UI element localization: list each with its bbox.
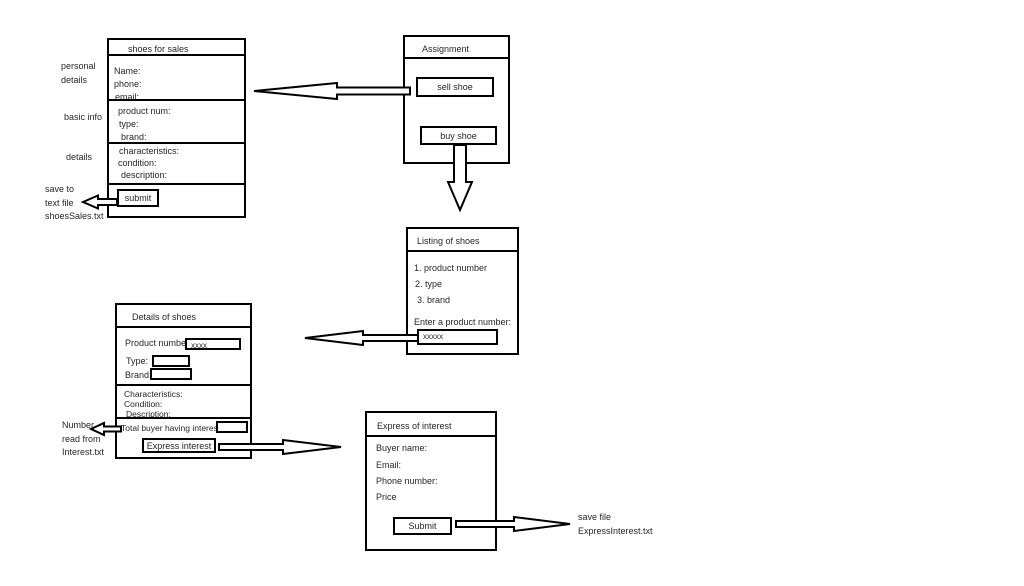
list-item: 1. product number: [414, 263, 488, 273]
annotation-personal-details: personal details: [61, 60, 96, 87]
field-characteristics-label: characteristics:: [119, 146, 180, 156]
buy-shoe-button[interactable]: buy shoe: [420, 126, 497, 145]
annotation-line: personal: [61, 61, 96, 71]
submit-button[interactable]: submit: [117, 189, 159, 207]
divider: [109, 183, 244, 185]
divider: [117, 417, 250, 419]
annotation-line: save to: [45, 184, 75, 194]
window-title: Listing of shoes: [417, 236, 480, 246]
field-phone-label: phone:: [114, 79, 142, 89]
sell-shoe-button[interactable]: sell shoe: [416, 77, 494, 97]
divider: [405, 57, 508, 59]
arrow-total-to-interest-file-icon: [88, 421, 122, 437]
window-details-of-shoes: Details of shoes Product number: xxxx Ty…: [115, 303, 252, 459]
window-title: Details of shoes: [132, 312, 197, 322]
divider: [367, 435, 495, 437]
condition-label: Condition:: [124, 399, 163, 409]
phone-number-label: Phone number:: [376, 476, 438, 486]
description-label: Description:: [126, 409, 171, 419]
divider: [109, 54, 244, 56]
product-number-label: Product number:: [125, 338, 192, 348]
divider: [117, 384, 250, 386]
arrow-assignment-to-listing-icon: [446, 144, 474, 213]
product-number-input[interactable]: xxxxx: [417, 329, 498, 345]
annotation-details: details: [66, 152, 93, 162]
window-title: shoes for sales: [128, 44, 189, 54]
divider: [109, 142, 244, 144]
window-shoes-for-sales: shoes for sales Name: phone: email: prod…: [107, 38, 246, 218]
field-brand-label: brand:: [121, 132, 147, 142]
annotation-save-to-file: save to text file shoesSales.txt: [45, 183, 104, 224]
annotation-line: Interest.txt: [62, 447, 105, 457]
type-input[interactable]: [152, 355, 190, 367]
window-listing-of-shoes: Listing of shoes 1. product number 2. ty…: [406, 227, 519, 355]
field-type-label: type:: [119, 119, 139, 129]
product-number-input[interactable]: xxxx: [185, 338, 241, 350]
buyer-name-label: Buyer name:: [376, 443, 428, 453]
list-item: 2. type: [415, 279, 443, 289]
window-title: Express of interest: [377, 421, 452, 431]
annotation-number-read-from: Number read from Interest.txt: [62, 419, 104, 460]
brand-input[interactable]: [150, 368, 192, 380]
divider: [109, 99, 244, 101]
arrow-submit-to-express-file-icon: [455, 515, 571, 533]
arrow-details-to-express-icon: [218, 438, 342, 456]
total-buyer-interest-input[interactable]: [216, 421, 248, 433]
field-product-num-label: product num:: [118, 106, 171, 116]
annotation-line: read from: [62, 433, 101, 444]
annotation-save-file: save file ExpressInterest.txt: [578, 510, 653, 538]
annotation-line: ExpressInterest.txt: [578, 526, 653, 536]
arrow-submit-to-savefile-icon: [80, 193, 118, 211]
list-item: 3. brand: [417, 295, 451, 305]
total-buyer-interest-label: Total buyer having interest:: [121, 423, 223, 433]
enter-product-number-label: Enter a product number:: [414, 317, 512, 327]
brand-label: Brand:: [125, 370, 152, 380]
field-condition-label: condition:: [118, 158, 157, 168]
annotation-line: save file: [578, 512, 612, 522]
characteristics-label: Characteristics:: [124, 389, 183, 399]
arrow-listing-to-details-icon: [304, 329, 419, 347]
field-description-label: description:: [121, 170, 168, 180]
divider: [117, 326, 250, 328]
divider: [408, 250, 517, 252]
submit-button[interactable]: Submit: [393, 517, 452, 535]
field-name-label: Name:: [114, 66, 141, 76]
arrow-assignment-to-sales-form-icon: [253, 81, 411, 101]
window-title: Assignment: [422, 44, 470, 54]
annotation-basic-info: basic info: [64, 112, 103, 122]
annotation-line: Number: [62, 420, 95, 430]
annotation-line: text file: [45, 197, 74, 208]
field-email-label: email:: [115, 92, 140, 102]
type-label: Type:: [126, 356, 149, 366]
price-label: Price: [376, 492, 397, 502]
email-label: Email:: [376, 460, 402, 470]
annotation-line: details: [61, 74, 88, 85]
annotation-line: shoesSales.txt: [45, 211, 104, 221]
express-interest-button[interactable]: Express interest: [142, 438, 216, 453]
